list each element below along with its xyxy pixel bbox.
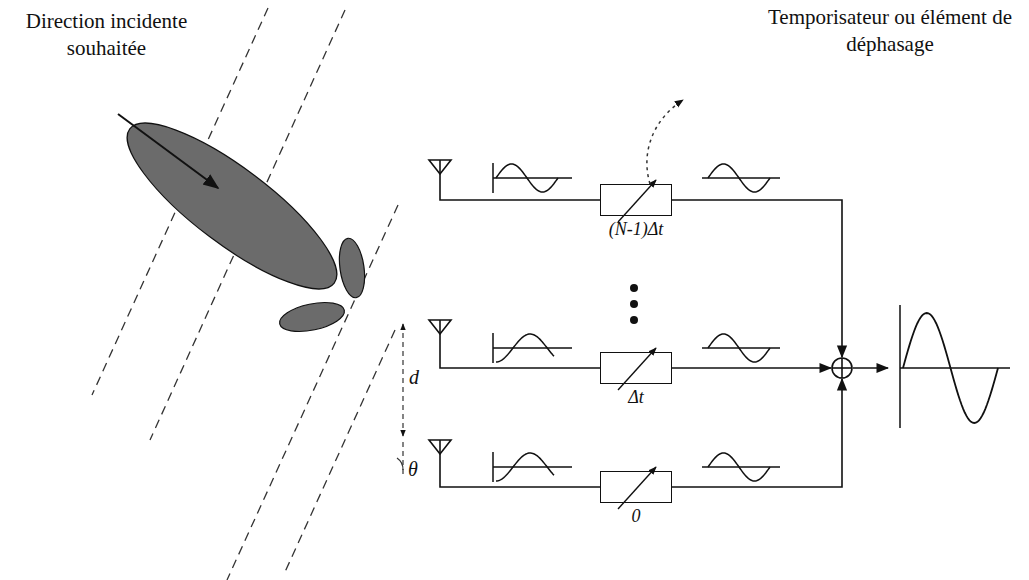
delay-element: (N-1)Δt — [600, 184, 672, 216]
radiation-pattern — [107, 99, 368, 337]
delay-element: Δt — [600, 352, 672, 384]
delay-label: 0 — [632, 506, 641, 527]
angle-symbol: θ — [408, 456, 428, 482]
delay-caption: Temporisateur ou élément de déphasage — [755, 4, 1025, 59]
spacing-symbol: d — [409, 364, 429, 390]
antenna-wires — [429, 160, 600, 487]
spacing-marker — [397, 324, 403, 478]
delay-element: 0 — [600, 471, 672, 503]
callout-arrow — [647, 100, 683, 184]
signal-waveforms — [493, 163, 1010, 482]
delay-label: Δt — [628, 387, 644, 408]
continuation-dots — [630, 284, 638, 324]
summing-wires — [672, 200, 888, 487]
wavefront-lines — [92, 8, 398, 580]
summer-symbol — [832, 358, 852, 378]
incident-arrow — [118, 114, 218, 188]
delay-label: (N-1)Δt — [609, 219, 664, 240]
direction-caption: Direction incidente souhaitée — [4, 8, 209, 63]
